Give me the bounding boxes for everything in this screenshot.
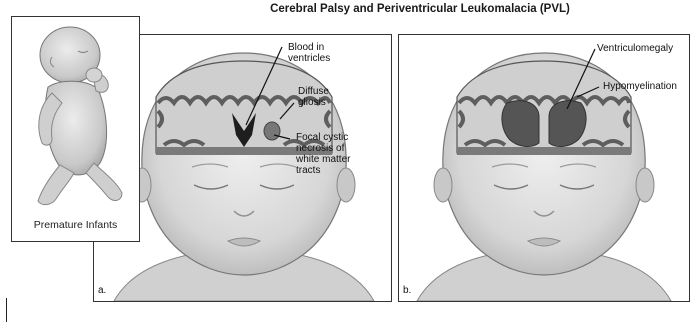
- label-line: Blood in: [288, 42, 330, 53]
- label-hypomyelination: Hypomyelination: [603, 81, 677, 92]
- premature-infant-inset: Premature Infants: [11, 16, 140, 242]
- label-line: Diffuse: [298, 86, 329, 97]
- panel-b-letter: b.: [403, 285, 411, 296]
- brain-section: [457, 61, 631, 153]
- label-line: gliosis: [298, 97, 329, 108]
- infant-right-leg: [86, 163, 122, 200]
- label-line: tracts: [296, 165, 350, 176]
- infant-left-leg: [38, 165, 74, 205]
- label-line: necrosis of: [296, 143, 350, 154]
- cystic-lesion: [264, 122, 280, 140]
- section-base: [457, 147, 631, 155]
- panel-b-illustration: [399, 35, 689, 301]
- panel-a-letter: a.: [98, 285, 106, 296]
- left-ear: [434, 168, 452, 202]
- premature-infant-illustration: [12, 17, 139, 217]
- label-line: ventricles: [288, 53, 330, 64]
- label-line: Focal cystic: [296, 132, 350, 143]
- panel-b: Ventriculomegaly Hypomyelination b.: [398, 34, 690, 302]
- label-line: white matter: [296, 154, 350, 165]
- right-ear: [636, 168, 654, 202]
- figure-title: Cerebral Palsy and Periventricular Leuko…: [150, 3, 690, 15]
- label-blood-in-ventricles: Blood in ventricles: [288, 42, 330, 64]
- label-ventriculomegaly: Ventriculomegaly: [597, 43, 673, 54]
- label-focal-cystic-necrosis: Focal cystic necrosis of white matter tr…: [296, 132, 350, 176]
- label-diffuse-gliosis: Diffuse gliosis: [298, 86, 329, 108]
- edge-rule: [6, 298, 7, 322]
- premature-infants-label: Premature Infants: [12, 219, 139, 231]
- infant-hand: [86, 68, 102, 82]
